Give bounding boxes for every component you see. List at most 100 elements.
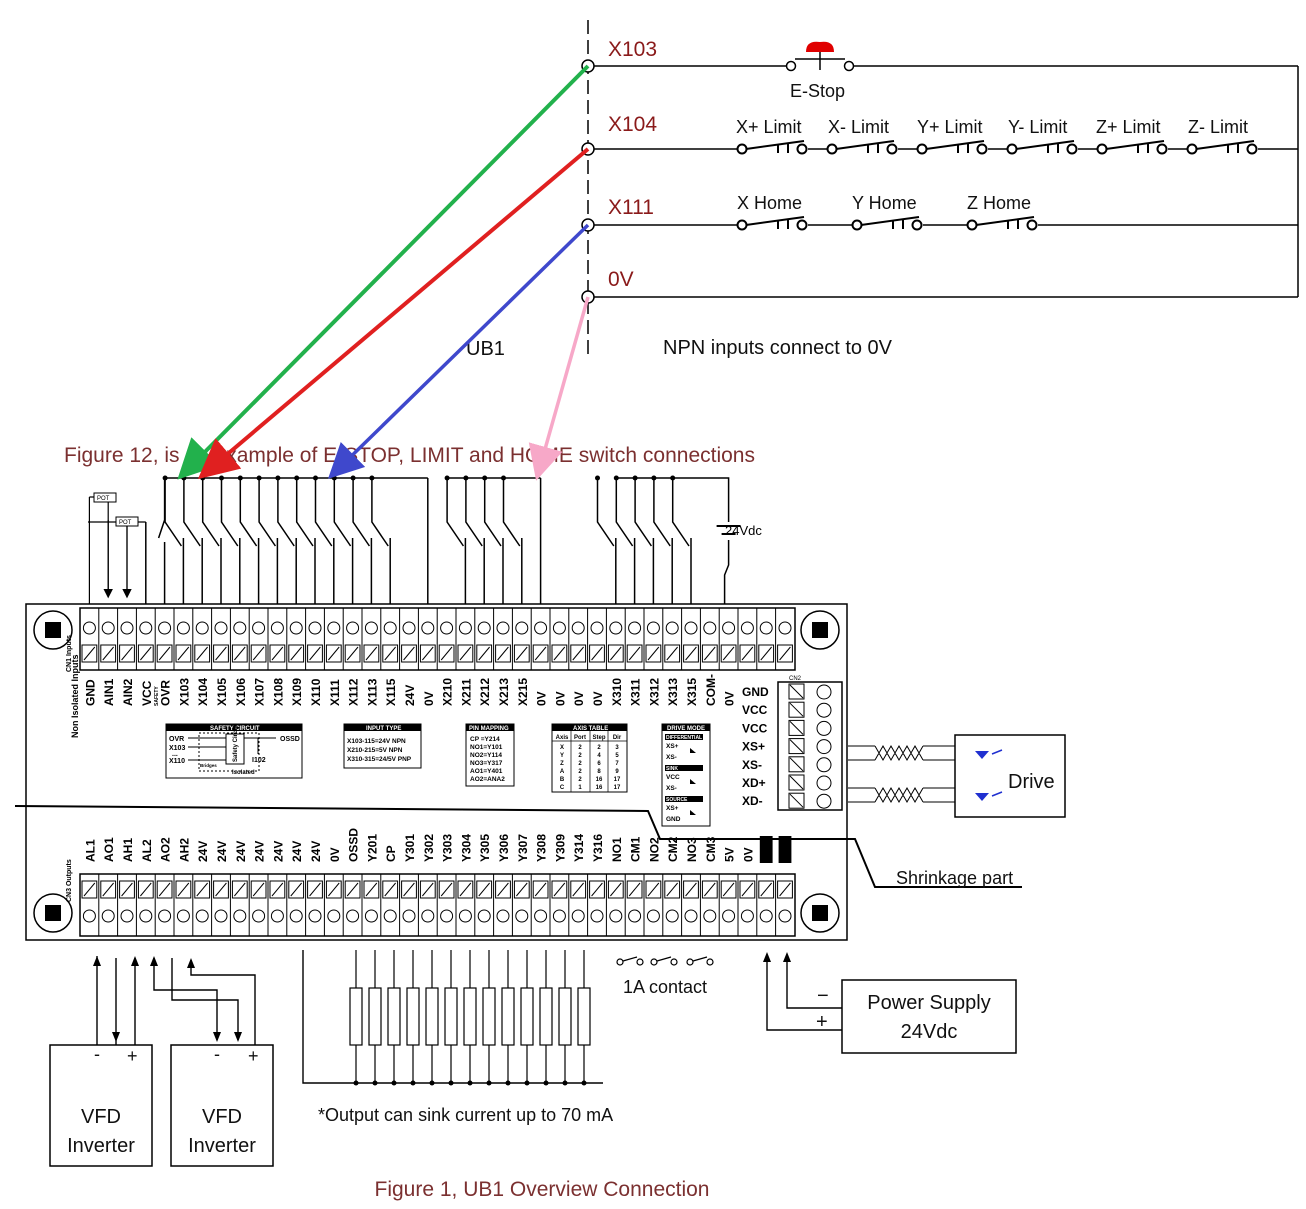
- input-switch-icon: [314, 478, 335, 604]
- pot-icon: [93, 492, 117, 503]
- table-title: DRIVE MODE: [667, 726, 705, 732]
- terminal-screw-icon: [195, 621, 209, 635]
- top-pin-label: X103: [177, 678, 191, 706]
- terminal-clamp-slash: [478, 646, 490, 661]
- node-label-x111: X111: [608, 196, 654, 219]
- terminal-screw-icon: [252, 909, 266, 923]
- cn2-screw-icon: [816, 684, 832, 700]
- bottom-pin-label: Y302: [422, 834, 436, 862]
- figure1-caption: Figure 1, UB1 Overview Connection: [375, 1178, 710, 1201]
- bottom-pin-label: Y305: [478, 834, 492, 862]
- terminal-screw-icon: [778, 909, 792, 923]
- terminal-clamp-slash: [271, 646, 284, 661]
- ovr-switch-icon: [145, 478, 166, 604]
- input-switch-icon: [220, 478, 241, 604]
- top-pin-label: X211: [459, 678, 473, 706]
- output-note: *Output can sink current up to 70 mA: [318, 1105, 613, 1125]
- terminal-screw-icon: [289, 621, 303, 635]
- ps-label: 24Vdc: [901, 1021, 958, 1043]
- relay-load-icon: [406, 987, 420, 1046]
- pin-mapping-row: AO1=Y401: [470, 768, 503, 775]
- wire-0v: [528, 296, 590, 481]
- ps-plus: +: [816, 1011, 828, 1033]
- terminal-screw-icon: [176, 621, 190, 635]
- axis-cell: 2: [578, 745, 582, 751]
- input-switch-icon: [653, 478, 673, 604]
- bottom-pin-label: Y201: [365, 834, 379, 862]
- terminal-screw-icon: [440, 621, 454, 635]
- terminal-screw-icon: [477, 621, 491, 635]
- terminal-clamp-slash: [685, 882, 697, 897]
- switch-contact: [736, 219, 748, 231]
- switch-gap: [1008, 143, 1078, 155]
- mode-name: DIFFERENTIAL: [666, 735, 702, 741]
- vfd-label: VFD: [81, 1106, 121, 1128]
- terminal-clamp-slash: [704, 882, 716, 897]
- bottom-pin-label: CM2: [666, 836, 680, 862]
- terminal-clamp-slash: [628, 882, 641, 897]
- cn2-clamp-slash: [789, 739, 804, 753]
- cn2-pin-label: GND: [742, 685, 769, 699]
- terminal-screw-icon: [609, 909, 623, 923]
- top-pin-label: X108: [271, 678, 285, 706]
- terminal-screw-icon: [327, 909, 341, 923]
- switch-contact: [911, 219, 923, 231]
- limit-label: Z+ Limit: [1096, 117, 1161, 137]
- terminal-clamp-slash: [685, 646, 697, 661]
- switch-contact: [736, 143, 748, 155]
- terminal-clamp-slash: [121, 646, 133, 661]
- limit-switch-icon: [835, 140, 895, 153]
- safety-out: OSSD: [280, 736, 300, 743]
- mode-pin: XS+: [666, 805, 679, 812]
- switch-contact: [1156, 143, 1168, 155]
- top-pin-label: 0V: [422, 691, 436, 706]
- bottom-pin-label: 24V: [290, 841, 304, 862]
- table-title: INPUT TYPE: [366, 726, 401, 732]
- terminal-screw-icon: [289, 909, 303, 923]
- home-switch-icon: [975, 216, 1035, 229]
- analog-wire: [88, 496, 146, 604]
- axis-cell: B: [560, 777, 565, 783]
- terminal-clamp-slash: [158, 882, 171, 897]
- terminal-screw-icon: [308, 621, 322, 635]
- terminal-clamp-slash: [459, 646, 472, 661]
- wire-x103: [177, 64, 590, 480]
- cn2-screw-icon: [816, 757, 832, 773]
- input-switch-icon: [615, 478, 636, 604]
- input-switch-icon: [239, 478, 260, 604]
- relay-contact-icon: [686, 956, 714, 966]
- arrow-icon: [213, 1032, 221, 1042]
- junction-dot: [429, 1080, 435, 1086]
- switch-contact: [1006, 143, 1018, 155]
- terminal-screw-icon: [477, 909, 491, 923]
- terminal-clamp-slash: [741, 882, 754, 897]
- terminal-clamp-slash: [422, 646, 434, 661]
- input-switch-icon: [295, 478, 316, 604]
- input-switch-icon: [333, 478, 354, 604]
- safety-row: OVR: [169, 736, 184, 743]
- vfd-inverter-1: - + VFD Inverter: [49, 1044, 153, 1167]
- axis-cell: A: [560, 769, 565, 775]
- arrow-icon: [763, 952, 771, 962]
- terminal-screw-icon: [759, 621, 773, 635]
- terminal-screw-icon: [703, 909, 717, 923]
- drive-box: Drive: [848, 734, 1066, 818]
- terminal-clamp-slash: [196, 646, 208, 661]
- cn2-screw-icon: [816, 775, 832, 791]
- terminal-clamp-slash: [83, 882, 96, 897]
- ps-label: Power Supply: [867, 992, 990, 1014]
- bottom-pin-label: 24V: [215, 841, 229, 862]
- relay-load-icon: [482, 987, 496, 1046]
- top-pin-label: X105: [215, 678, 229, 706]
- bottom-pin-label: Y306: [497, 834, 511, 862]
- mode-header: [665, 734, 703, 740]
- optocoupler-icon: [690, 748, 696, 753]
- axis-cell: 17: [614, 777, 621, 783]
- axis-header: Port: [574, 735, 586, 741]
- terminal-clamp-slash: [140, 646, 152, 661]
- axis-cell: 4: [597, 753, 601, 759]
- non-isolated-label: Non Isolated Inputs: [70, 654, 80, 738]
- cn2-pin-label: VCC: [742, 721, 768, 735]
- top-pin-label: X215: [516, 678, 530, 706]
